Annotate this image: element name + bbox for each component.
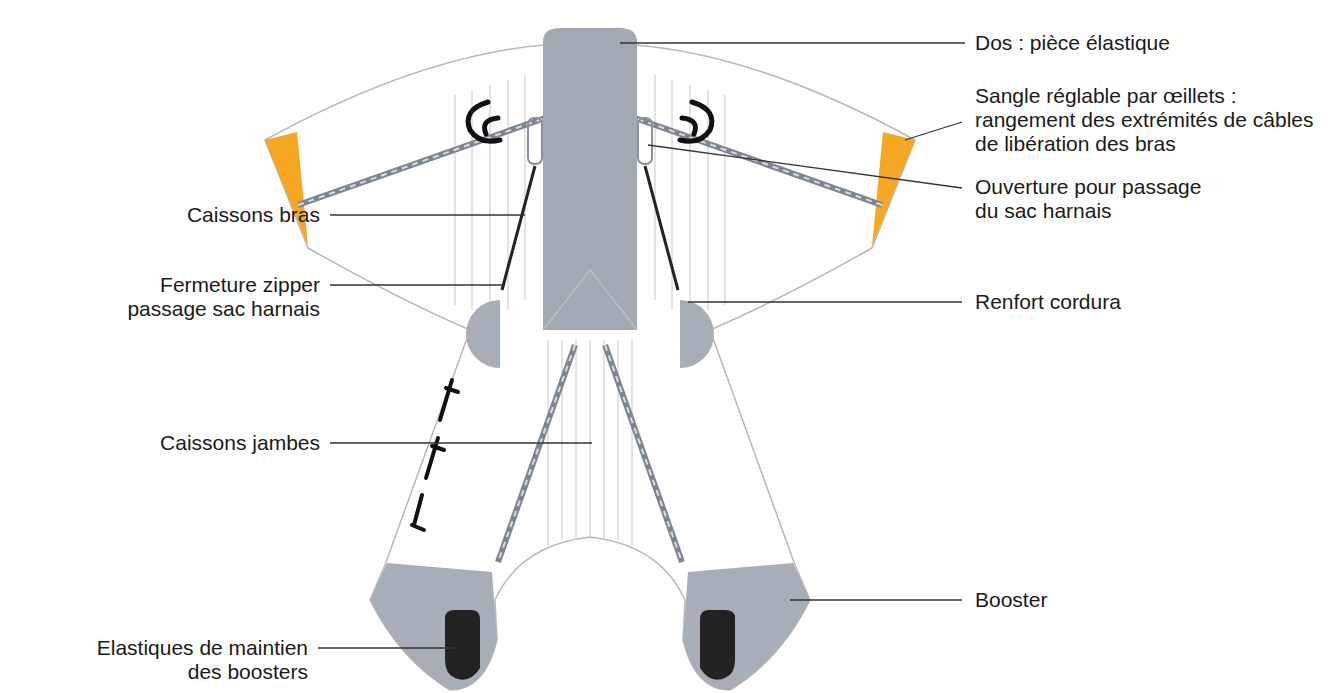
zipper — [502, 166, 535, 290]
part-label: Renfort cordura — [975, 290, 1275, 314]
zipper — [645, 166, 678, 290]
harness-opening — [638, 118, 652, 164]
part-label: Elastiques de maintien des boosters — [60, 636, 308, 684]
back-panel-seam — [543, 270, 637, 330]
part-label: Booster — [975, 588, 1275, 612]
part-label: Caissons bras — [100, 203, 320, 227]
back-panel — [543, 28, 637, 330]
booster-elastic — [700, 610, 735, 680]
leader-line — [318, 43, 965, 648]
cordura-patch — [680, 300, 714, 368]
booster — [370, 563, 497, 690]
part-label: Fermeture zipper passage sac harnais — [110, 273, 320, 321]
booster — [683, 563, 810, 690]
part-label: Dos : pièce élastique — [975, 31, 1335, 55]
part-label: Caissons jambes — [70, 431, 320, 455]
harness-opening — [528, 118, 542, 164]
part-label: Sangle réglable par œillets : rangement … — [975, 84, 1337, 156]
wing-tip — [872, 132, 915, 246]
leg-strap — [498, 345, 682, 562]
cordura-patch — [466, 300, 500, 368]
part-label: Ouverture pour passage du sac harnais — [975, 175, 1220, 223]
booster-elastic — [445, 610, 480, 680]
wing-tip — [265, 132, 308, 246]
brand-graphic — [412, 380, 458, 530]
